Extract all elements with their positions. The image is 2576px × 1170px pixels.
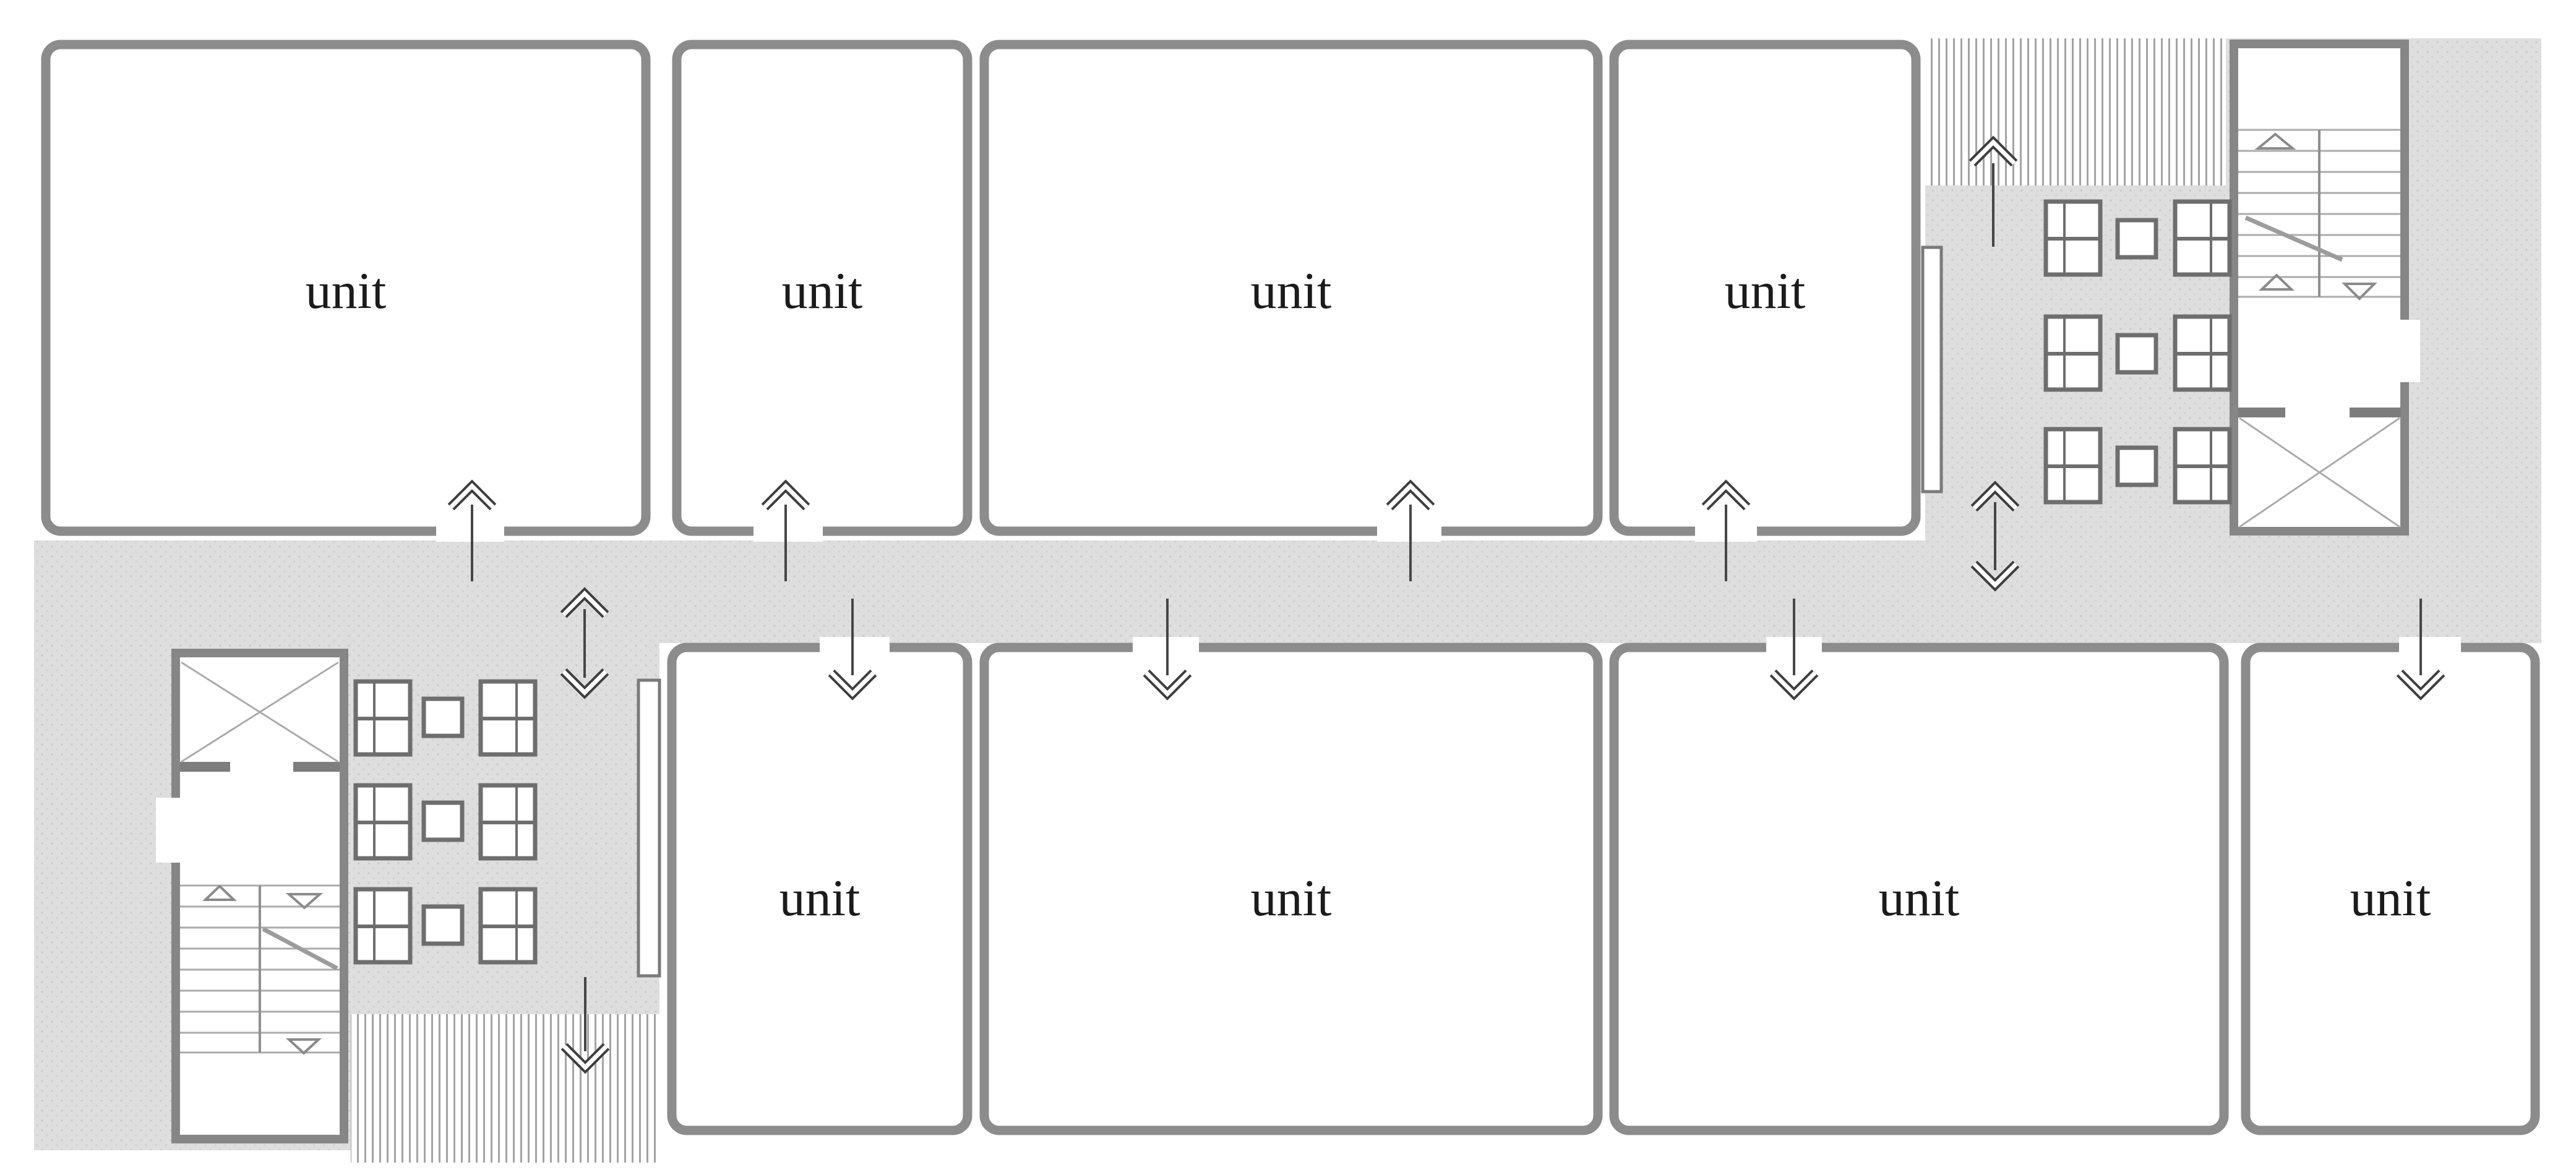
small-table-icon [2118,220,2156,257]
unit-2-label: unit [782,262,863,320]
entry-arrow-top-right-icon [1972,142,2014,247]
stair-up-triangle-icon [2254,132,2296,150]
unit-6-label: unit [1251,869,1332,927]
stair-down-triangle-icon [285,893,324,910]
small-table-icon [2118,335,2156,372]
circulation-arrows [451,142,2442,1067]
unit-1-entry-arrow-icon [451,486,493,581]
window-table-icon [2175,317,2230,390]
stair-up-triangle-icon [2259,273,2295,291]
unit-7-label: unit [1879,869,1960,927]
unit-7-entry-arrow-icon [1773,599,1815,694]
unit-3-entry-arrow-icon [1389,486,1432,581]
entry-hatch-top-right [1925,38,2226,186]
unit-4-label: unit [1725,262,1806,320]
door-leaf-bar-bottom-left [637,678,661,978]
corridor-double-arrow-left-icon [564,594,606,693]
elevator-bottom-left [180,661,340,772]
door-leaf-bar-top-right [1921,246,1943,493]
unit-8-label: unit [2350,869,2431,927]
unit-5-door-gap [820,637,890,658]
core-top-right [2230,40,2420,536]
unit-8-door-gap [2399,637,2461,658]
unit-5-entry-arrow-icon [831,599,874,694]
window-table-icon [356,889,410,962]
unit-1-door-gap [436,521,504,542]
core-top-right-walls [2230,40,2409,536]
entry-hatch-bottom-left [351,1014,660,1163]
unit-labels: unit unit unit unit unit unit unit unit [306,262,2431,927]
unit-3-room [979,40,1603,536]
window-table-icon [481,681,535,754]
units [41,40,2540,1135]
window-table-icon [2046,202,2100,275]
window-table-icon [356,785,410,858]
unit-1-room [41,40,651,536]
unit-2-door-gap [753,521,823,542]
stair-break-line [262,926,338,971]
elevator-shaft-x-icon [2239,417,2400,528]
unit-3-label: unit [1251,262,1332,320]
unit-6-room [979,643,1603,1135]
small-table-icon [2118,448,2156,485]
unit-8-room [2241,643,2540,1135]
window-table-icon [481,785,535,858]
small-table-icon [424,907,462,944]
furniture-bottom-left [356,681,535,962]
small-table-icon [424,803,462,840]
corridor-double-arrow-right-icon [1974,487,2016,585]
unit-2-entry-arrow-icon [765,486,807,581]
core-bottom-left [156,649,348,1143]
elevator-shaft-x-icon [181,661,339,763]
unit-8-entry-arrow-icon [2400,599,2442,694]
unit-6-entry-arrow-icon [1146,599,1188,694]
unit-7-room [1609,643,2229,1135]
window-table-icon [356,681,410,754]
window-table-icon [2046,317,2100,390]
unit-4-entry-arrow-icon [1705,486,1747,581]
window-table-icon [2175,202,2230,275]
stair-down-triangle-icon [285,1038,322,1055]
window-table-icon [481,889,535,962]
unit-1-label: unit [306,262,387,320]
stair-break-line [2244,215,2343,262]
window-table-icon [2175,429,2230,502]
stair-down-triangle-icon [2342,283,2377,301]
entry-arrow-bottom-left-icon [564,977,606,1067]
window-table-icon [2046,429,2100,502]
stair-bottom-left [180,884,340,1055]
elevator-top-right [2238,408,2401,528]
furniture-top-right [2046,202,2230,502]
small-table-icon [424,699,462,736]
unit-6-door-gap [1133,637,1199,658]
stair-top-right [2238,129,2400,301]
unit-5-label: unit [779,869,861,927]
core-bottom-left-door-gap [156,798,184,863]
stair-up-triangle-icon [202,884,237,901]
unit-4-room [1609,40,1921,536]
core-top-right-door-gap [2392,320,2420,382]
